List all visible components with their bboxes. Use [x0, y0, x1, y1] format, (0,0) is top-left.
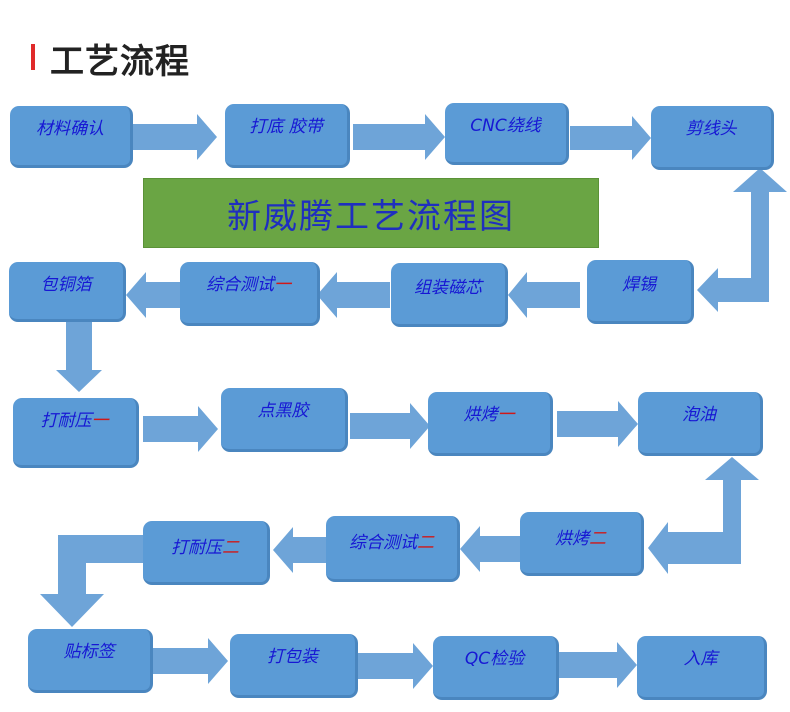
step-label: 组装磁芯: [414, 278, 482, 298]
arrow-uturn-right: [648, 457, 759, 574]
step-suffix: 一: [497, 405, 515, 425]
arrow-right: [559, 642, 637, 688]
step-label: 烘烤: [463, 405, 498, 425]
step-node: QC检验: [433, 636, 559, 700]
arrow-right: [350, 403, 430, 449]
arrow-left: [273, 527, 327, 573]
step-label: 综合测试: [349, 533, 417, 553]
page-title: 工艺流程: [50, 42, 190, 82]
step-node: 剪线头: [651, 106, 774, 170]
arrow-right: [133, 114, 217, 160]
step-label: 烘烤: [555, 529, 589, 549]
diagram-banner: 新威腾工艺流程图: [143, 178, 599, 248]
step-node: 烘烤一: [428, 392, 553, 456]
step-label: 焊锡: [622, 275, 656, 295]
step-node: 泡油: [638, 392, 763, 456]
arrow-uturn-right: [697, 168, 787, 312]
step-node: 组装磁芯: [391, 263, 508, 327]
arrow-right: [557, 401, 638, 447]
step-node: 贴标签: [28, 629, 153, 693]
arrow-turn-down: [40, 535, 143, 627]
step-node: 打包装: [230, 634, 358, 698]
step-node: 综合测试二: [326, 516, 460, 582]
step-label: 泡油: [682, 405, 716, 425]
arrow-right: [570, 116, 651, 160]
step-suffix: 二: [417, 533, 434, 553]
step-node: 综合测试一: [180, 262, 320, 326]
step-label: CNC绕线: [470, 116, 541, 136]
step-suffix: 一: [274, 275, 291, 295]
arrow-right: [153, 638, 228, 684]
step-label: 入库: [683, 649, 718, 669]
header-accent-bar: [31, 44, 35, 70]
step-label: 打耐压: [171, 538, 222, 558]
step-label: 点黑胶: [257, 401, 309, 421]
step-label: 贴标签: [63, 642, 115, 662]
step-label: 打耐压: [40, 411, 92, 431]
step-label: 材料确认: [36, 119, 104, 139]
arrow-left: [460, 526, 520, 572]
step-node: 焊锡: [587, 260, 694, 324]
step-node: 打耐压一: [13, 398, 139, 468]
step-node: 入库: [637, 636, 767, 700]
step-suffix: 二: [589, 529, 606, 549]
arrow-down: [56, 322, 102, 392]
step-label: 包铜箔: [40, 275, 92, 295]
step-label: 综合测试: [206, 275, 274, 295]
step-label: 打包装: [267, 647, 318, 667]
step-suffix: 一: [91, 411, 109, 431]
arrow-left: [126, 272, 180, 318]
arrow-right: [143, 406, 218, 452]
step-label: 剪线头: [685, 119, 737, 139]
step-node: 点黑胶: [221, 388, 348, 452]
step-suffix: 二: [222, 538, 239, 558]
step-label: QC检验: [464, 649, 525, 669]
arrow-right: [358, 643, 433, 689]
step-node: 包铜箔: [9, 262, 126, 322]
arrow-left: [508, 272, 580, 318]
step-node: 打底 胶带: [225, 104, 350, 168]
arrow-left: [317, 272, 390, 318]
step-node: CNC绕线: [445, 103, 569, 165]
step-label: 打底 胶带: [249, 117, 323, 137]
step-node: 烘烤二: [520, 512, 644, 576]
arrow-right: [353, 114, 445, 160]
step-node: 打耐压二: [143, 521, 270, 585]
banner-title: 新威腾工艺流程图: [227, 196, 515, 237]
step-node: 材料确认: [10, 106, 133, 168]
